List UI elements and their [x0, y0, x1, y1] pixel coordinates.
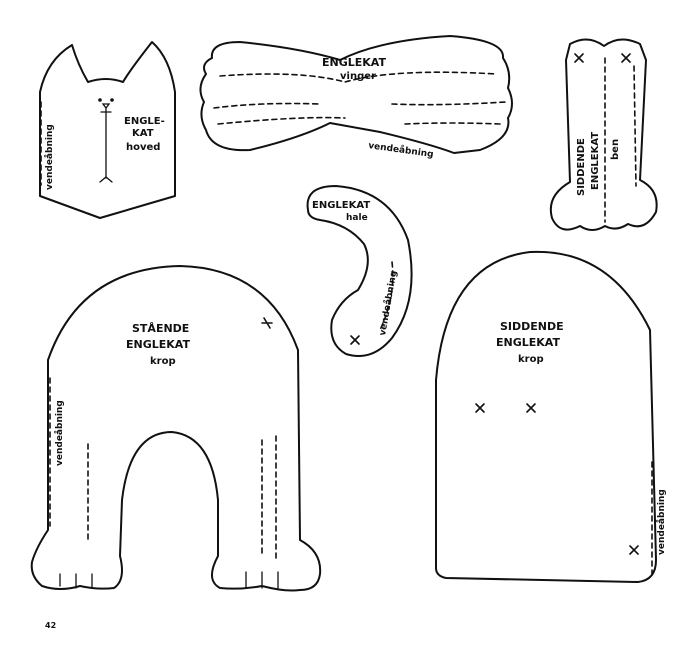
tail-opening-label: vendeåbning [377, 270, 399, 337]
sitting-label-2: ENGLEKAT [496, 336, 560, 349]
tail-cross [350, 335, 360, 345]
standing-body-outline [30, 265, 322, 592]
legs-outline [549, 38, 658, 231]
standing-opening-label: vendeåbning [54, 400, 65, 466]
sitting-label-3: krop [518, 354, 544, 365]
head-label-2: KAT [132, 128, 154, 139]
tail-seam [379, 261, 394, 331]
sitting-body-piece: vendeåbning SIDDENDE ENGLEKAT krop [435, 250, 667, 583]
right-eye-mark [110, 98, 114, 102]
sitting-cross-3 [629, 545, 639, 555]
left-eye-mark [98, 98, 102, 102]
legs-label-3: ben [610, 139, 621, 160]
tail-piece: ENGLEKAT hale vendeåbning [306, 185, 413, 357]
wings-piece: ENGLEKAT vinger vendeåbning [199, 35, 513, 160]
wings-middle-seam-right [391, 101, 507, 106]
head-opening-label: vendeåbning [44, 124, 55, 190]
chin-mark [99, 176, 113, 183]
legs-right-seam [633, 65, 637, 187]
standing-label-2: ENGLEKAT [126, 338, 190, 351]
sitting-label-1: SIDDENDE [500, 320, 564, 333]
wings-outline [199, 35, 513, 154]
head-piece: vendeåbning ENGLE- KAT hoved [39, 41, 176, 219]
legs-label-2: ENGLEKAT [590, 132, 601, 190]
wings-label-2: vinger [340, 71, 376, 82]
legs-cross-left [574, 53, 584, 63]
standing-label-1: STÅENDE [132, 322, 189, 335]
standing-toe-lines-left [59, 573, 93, 589]
tail-label-1: ENGLEKAT [312, 200, 370, 211]
sitting-cross-1 [475, 403, 485, 413]
standing-body-piece: vendeåbning STÅENDE ENGLEKAT krop [30, 265, 322, 592]
standing-body-cross [261, 317, 273, 329]
legs-cross-right [621, 53, 631, 63]
nose-mouth-mark [100, 103, 112, 113]
head-outline [39, 41, 176, 219]
wings-lower-seam [217, 116, 346, 125]
legs-piece: SIDDENDE ENGLEKAT ben [549, 38, 658, 231]
standing-label-3: krop [150, 356, 176, 367]
standing-toe-lines-right [245, 571, 279, 589]
sitting-body-outline [435, 250, 657, 583]
sitting-opening-label: vendeåbning [656, 489, 667, 555]
tail-outline [306, 185, 413, 357]
wings-lower-seam-right [404, 122, 501, 125]
wings-label-1: ENGLEKAT [322, 56, 386, 69]
head-label-3: hoved [126, 142, 160, 153]
head-label-1: ENGLE- [124, 116, 165, 127]
tail-label-2: hale [346, 213, 368, 223]
wings-middle-seam-left [213, 102, 321, 109]
sitting-cross-2 [526, 403, 536, 413]
page-number: 42 [45, 621, 56, 630]
legs-label-1: SIDDENDE [576, 138, 587, 196]
wings-upper-seam [219, 71, 497, 83]
